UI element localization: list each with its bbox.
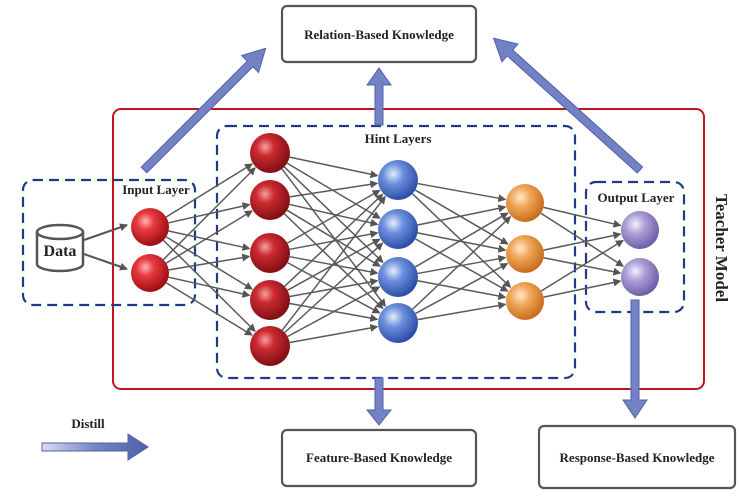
connection-hint2-4-to-hint3-1 (412, 216, 512, 310)
output-node-1 (621, 211, 659, 249)
connection-hint2-2-to-hint3-1 (417, 204, 507, 226)
connection-hint1-1-to-hint2-1 (289, 156, 379, 179)
connection-hint2-1-to-hint3-1 (417, 182, 507, 203)
connection-hint1-4-to-hint2-1 (284, 193, 384, 287)
connection-hint3-2-to-output-1 (543, 231, 622, 251)
connection-hint3-3-to-output-1 (540, 239, 624, 292)
neural-nodes (131, 133, 659, 366)
hint-layers-group-box (215, 124, 577, 380)
connection-input-2-to-hint1-1 (162, 167, 256, 261)
data-label: Data (44, 243, 77, 260)
connection-hint1-5-to-hint2-4 (289, 324, 379, 344)
response-knowledge-label: Response-Based Knowledge (560, 450, 715, 465)
connection-hint2-3-to-hint3-1 (414, 212, 509, 268)
input-layer-label: Input Layer (122, 182, 190, 197)
connection-hint1-3-to-hint2-1 (287, 189, 381, 244)
connection-hint1-2-to-hint2-4 (283, 213, 384, 310)
output-to-relation-arrow (492, 37, 644, 174)
hint2-node-3 (378, 257, 418, 297)
connection-hint2-4-to-hint3-2 (415, 262, 509, 315)
hint-to-feature-arrow (365, 377, 393, 426)
hint3-node-1 (506, 184, 544, 222)
output-node-2 (621, 258, 659, 296)
hint3-node-2 (506, 235, 544, 273)
distill-legend-arrow (41, 433, 149, 461)
neural-connections (162, 156, 625, 344)
hint2-node-2 (378, 209, 418, 249)
connection-hint2-1-to-hint3-2 (414, 189, 509, 245)
hint1-node-2 (250, 180, 290, 220)
connection-hint1-5-to-hint2-2 (284, 242, 384, 334)
hint1-node-5 (250, 326, 290, 366)
data-to-input-arrow-2 (83, 253, 128, 271)
connection-input-1-to-hint1-1 (165, 163, 253, 218)
connection-hint1-2-to-hint2-2 (289, 203, 379, 227)
response-knowledge-box (537, 424, 737, 490)
input-to-relation-arrow (140, 47, 267, 174)
connection-hint2-3-to-hint3-2 (417, 254, 507, 275)
connection-input-2-to-hint1-3 (168, 253, 251, 271)
hint3-node-3 (506, 282, 544, 320)
input-node-1 (131, 208, 169, 246)
connection-hint1-2-to-hint2-1 (289, 180, 379, 198)
connection-input-2-to-hint1-5 (165, 282, 253, 336)
hint2-node-4 (378, 303, 418, 343)
connection-hint2-2-to-hint3-2 (417, 232, 507, 253)
relation-knowledge-label: Relation-Based Knowledge (304, 27, 454, 42)
connection-hint1-5-to-hint2-1 (281, 195, 386, 331)
hint1-node-4 (250, 280, 290, 320)
hint-to-relation-arrow (366, 67, 392, 126)
connection-hint3-1-to-output-2 (540, 212, 625, 267)
feature-knowledge-label: Feature-Based Knowledge (306, 450, 452, 465)
connection-hint3-1-to-output-1 (543, 206, 622, 228)
output-layer-label: Output Layer (598, 190, 675, 205)
connection-input-2-to-hint1-2 (165, 210, 253, 264)
connection-hint1-5-to-hint2-3 (287, 286, 381, 338)
data-to-input-arrow-1 (83, 223, 128, 241)
relation-knowledge-box (280, 4, 478, 64)
teacher-model-box (112, 108, 705, 390)
connection-input-2-to-hint1-4 (168, 276, 251, 298)
connection-hint2-4-to-hint3-3 (417, 301, 507, 321)
hint2-node-1 (378, 160, 418, 200)
input-node-2 (131, 254, 169, 292)
hint1-node-3 (250, 233, 290, 273)
feature-knowledge-box (280, 428, 478, 488)
distill-legend-label: Distill (71, 416, 105, 431)
connection-hint1-2-to-hint2-3 (286, 209, 381, 267)
output-to-response-arrow (622, 299, 648, 419)
connection-input-1-to-hint1-3 (168, 230, 251, 251)
hint-layers-label: Hint Layers (365, 131, 432, 146)
teacher-model-label: Teacher Model (712, 194, 731, 302)
connection-hint3-3-to-output-2 (543, 278, 622, 298)
data-cylinder-icon: Data (35, 223, 85, 273)
hint1-node-1 (250, 133, 290, 173)
